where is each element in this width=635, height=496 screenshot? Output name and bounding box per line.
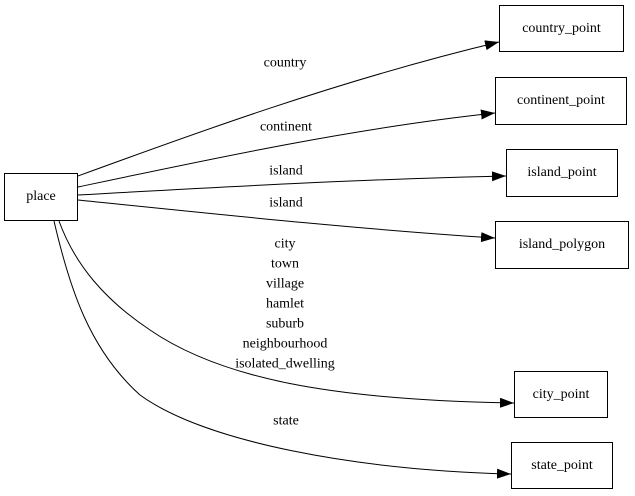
node-city_point: city_point xyxy=(514,371,608,418)
edge-label-city_point-line-4: suburb xyxy=(266,317,304,332)
edge-place-to-island_polygon xyxy=(77,199,496,243)
edge-label-group: country continent island island city town vill… xyxy=(235,56,335,429)
node-label-state_point: state_point xyxy=(531,457,593,473)
edge-label-state_point: state xyxy=(273,414,299,429)
node-continent_point: continent_point xyxy=(495,77,627,125)
node-label-island_point: island_point xyxy=(527,165,597,180)
edge-label-island_point: island xyxy=(269,164,302,179)
edge-label-island_polygon: island xyxy=(269,196,302,211)
edge-label-continent_point: continent xyxy=(260,120,312,135)
node-island_point: island_point xyxy=(506,149,618,197)
node-country_point: country_point xyxy=(499,5,624,52)
edge-label-city_point-line-1: town xyxy=(271,257,299,272)
node-label-city_point: city_point xyxy=(532,386,590,402)
node-label-island_polygon: island_polygon xyxy=(518,237,606,252)
edge-label-city_point-line-6: isolated_dwelling xyxy=(235,357,335,372)
edge-label-city_point-line-2: village xyxy=(266,277,304,292)
edge-label-city_point: city xyxy=(275,237,296,252)
node-label-place: place xyxy=(26,189,56,204)
edge-place-to-country_point xyxy=(77,40,500,177)
edge-place-to-city_point xyxy=(58,220,515,408)
node-label-continent_point: continent_point xyxy=(517,93,605,108)
edge-place-to-continent_point xyxy=(77,109,496,188)
edge-label-country_point: country xyxy=(264,56,307,71)
edge-label-city_point-line-5: neighbourhood xyxy=(243,337,328,352)
edge-label-city_point-line-3: hamlet xyxy=(266,297,304,312)
edge-place-to-island_point xyxy=(77,171,507,196)
node-label-country_point: country_point xyxy=(522,20,601,36)
node-island_polygon: island_polygon xyxy=(495,221,629,269)
node-place: place xyxy=(4,173,78,221)
edge-place-to-state_point xyxy=(53,220,512,479)
node-state_point: state_point xyxy=(511,442,613,489)
edge-group xyxy=(53,40,515,479)
